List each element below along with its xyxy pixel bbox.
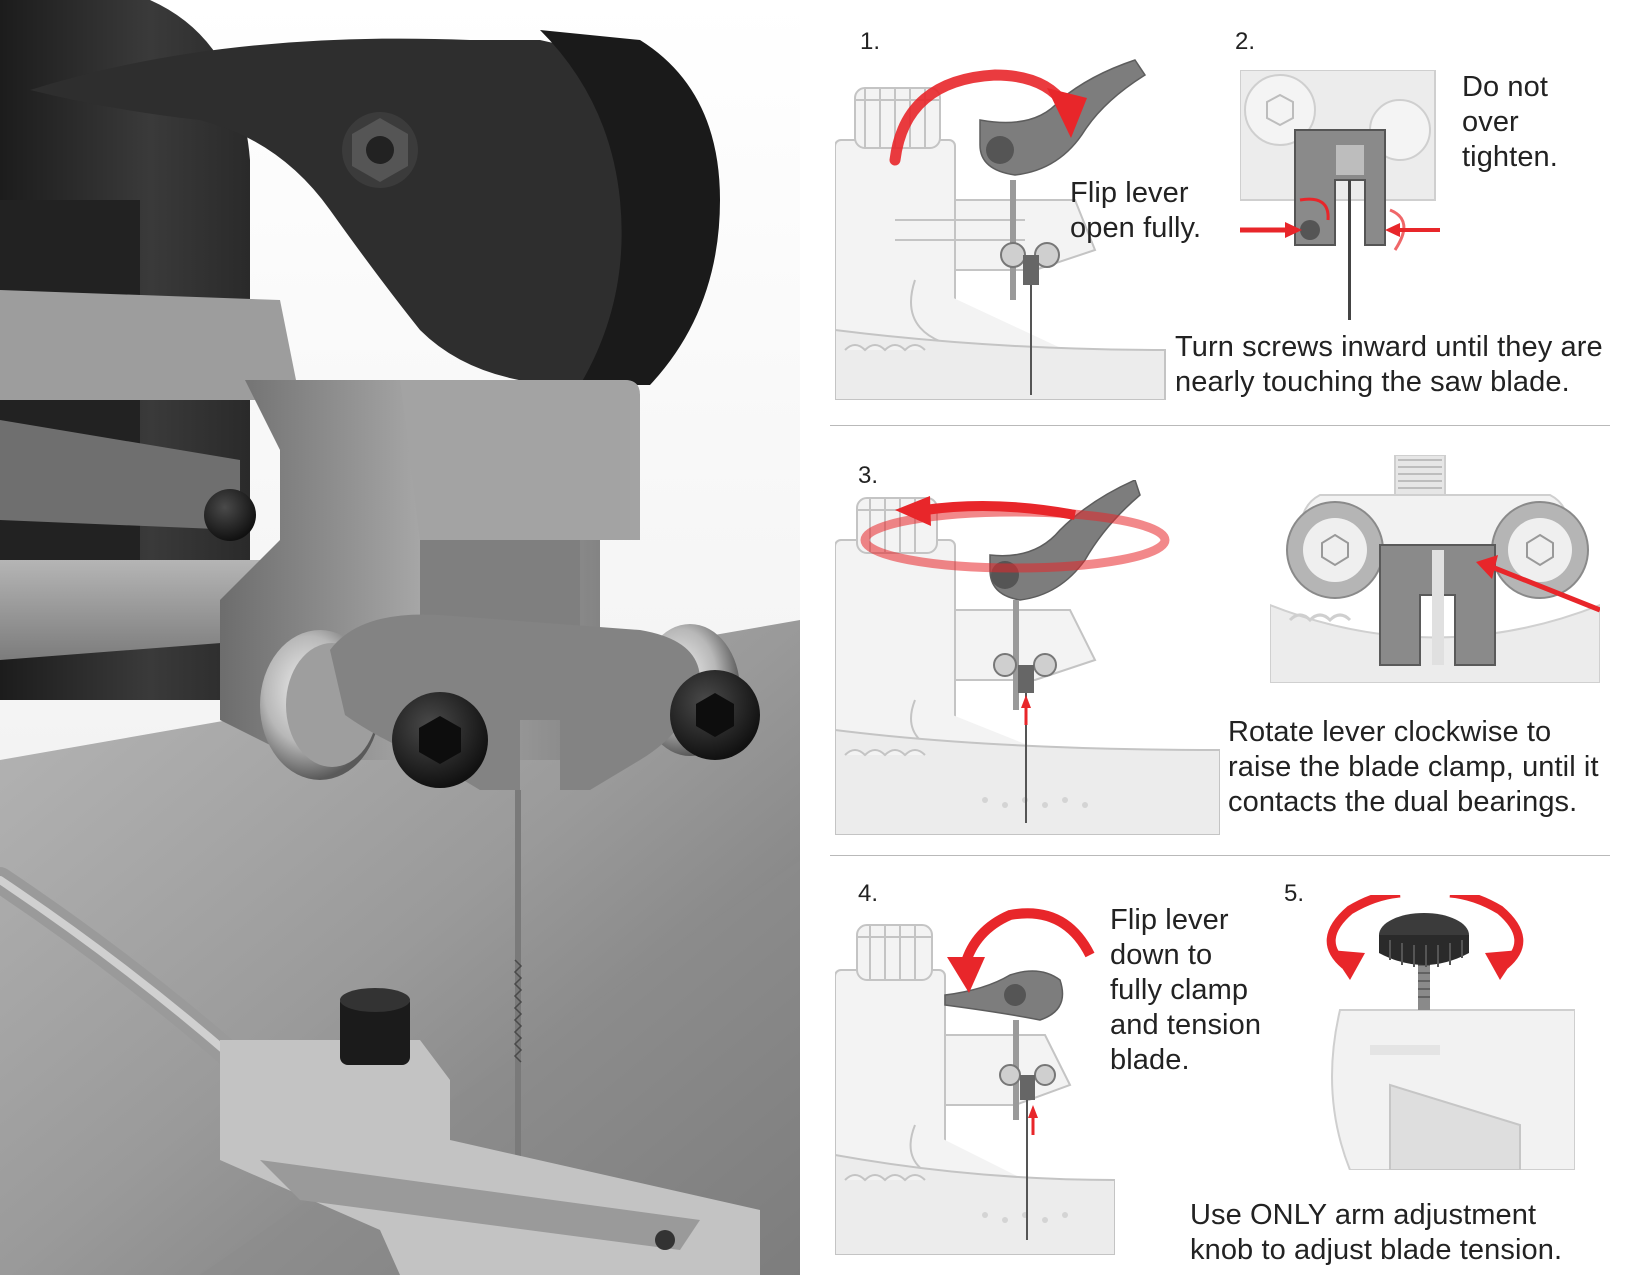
step-1-caption: Flip lever open fully. — [1070, 176, 1201, 246]
step-1-caption-line: Flip lever — [1070, 177, 1189, 209]
curved-arrow-icon — [889, 69, 1071, 166]
step-2-sub-caption-line: Turn screws inward until they are — [1175, 331, 1603, 363]
step-3-number: 3. — [858, 462, 879, 489]
step-3-caption-line: Rotate lever clockwise to — [1228, 716, 1552, 748]
side-screw — [204, 489, 256, 541]
lever — [944, 970, 1064, 1021]
step-2-sub-caption-line: nearly touching the saw blade. — [1175, 366, 1570, 398]
step-2-illustration — [1240, 70, 1440, 320]
lower-arm — [0, 560, 260, 660]
step-5-caption-line: knob to adjust blade tension. — [1190, 1234, 1563, 1266]
scroll-saw-blade — [515, 790, 521, 1275]
step-2-sub-caption: Turn screws inward until they are nearly… — [1175, 330, 1603, 400]
step-4-number: 4. — [858, 880, 879, 907]
hold-down-screw — [340, 995, 410, 1065]
step-1-caption-line: open fully. — [1070, 212, 1202, 244]
step-2-caption-line: Do not — [1462, 71, 1549, 103]
straight-arrow-icon — [1491, 564, 1600, 613]
step-1-illustration — [835, 50, 1175, 400]
curved-arrow-icon — [960, 908, 1095, 967]
step-2-caption-line: over — [1462, 106, 1519, 138]
step-4-caption-line: down to — [1110, 939, 1213, 971]
step-5-caption: Use ONLY arm adjustment knob to adjust b… — [1190, 1198, 1562, 1268]
step-2-caption: Do not over tighten. — [1462, 70, 1558, 175]
step-4-caption-line: fully clamp — [1110, 974, 1249, 1006]
step-4-caption: Flip lever down to fully clamp and tensi… — [1110, 903, 1261, 1078]
blade-clamp — [1379, 544, 1496, 666]
step-3-caption: Rotate lever clockwise to raise the blad… — [1228, 715, 1599, 820]
hero-blade-guide-render — [0, 0, 800, 1275]
step-5-number: 5. — [1284, 880, 1305, 907]
blade-guide-illustration — [0, 0, 800, 1275]
step-3-detail-illustration — [1270, 455, 1600, 683]
step-2-number: 2. — [1235, 28, 1256, 55]
step-2-caption-line: tighten. — [1462, 141, 1558, 173]
tension-lever — [30, 38, 708, 386]
section-divider — [830, 425, 1610, 426]
step-4-caption-line: Flip lever — [1110, 904, 1229, 936]
step-1-number: 1. — [860, 28, 881, 55]
step-3-illustration — [835, 480, 1220, 835]
step-5-illustration — [1290, 895, 1575, 1170]
step-4-caption-line: and tension — [1110, 1009, 1262, 1041]
step-4-caption-line: blade. — [1110, 1044, 1190, 1076]
step-5-caption-line: Use ONLY arm adjustment — [1190, 1199, 1537, 1231]
step-3-caption-line: raise the blade clamp, until it — [1228, 751, 1599, 783]
step-3-caption-line: contacts the dual bearings. — [1228, 786, 1578, 818]
section-divider — [830, 855, 1610, 856]
step-4-illustration — [835, 895, 1115, 1255]
